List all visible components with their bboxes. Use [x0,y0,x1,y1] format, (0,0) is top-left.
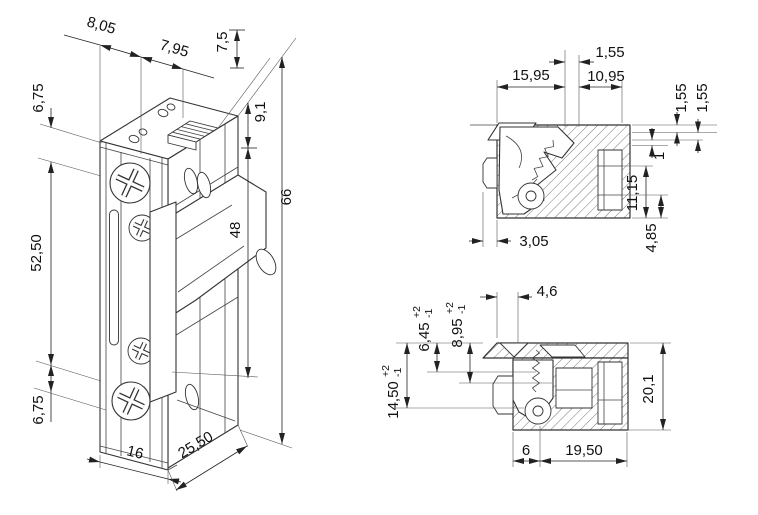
dim-width-left: 15,95 [512,67,550,84]
tolerance-minus: -1 [423,309,435,318]
keeper-screw [127,214,156,365]
dim-offset-small: 1,55 [595,44,624,61]
dim-value: 8,95 [449,318,466,347]
spring [531,349,541,393]
dim-body-top-height: 9,1 [252,102,269,123]
dim-overall-height: 66 [278,189,295,206]
solenoid-block [555,367,593,409]
section-top-dimensions: 15,95 10,95 1,55 1,55 1,55 1 11,15 4,85 [469,44,717,253]
dim-base-thickness: 4,85 [643,223,660,252]
dim-top-width-b: 7,95 [158,36,191,60]
wire-hole [166,103,176,111]
dim-jaw-depth-3: 14,50 +2 -1 [380,365,404,419]
dim-body-width: 19,50 [565,442,603,459]
dim-depth-top: 7,5 [214,32,231,53]
wire-hole [128,134,140,144]
spring [531,139,554,181]
pocket [597,149,623,211]
dim-left-bottom-offset: 6,75 [30,395,47,424]
section-view-top: 15,95 10,95 1,55 1,55 1,55 1 11,15 4,85 [469,44,717,253]
dim-jaw-depth-1: 6,45 +2 -1 [411,306,435,352]
dim-jaw-depth-2: 8,95 +2 -1 [444,302,468,348]
dim-top-width-a: 8,05 [85,13,118,37]
faceplate-screw-top [109,162,151,204]
faceplate-screw-bottom [111,381,151,421]
dim-tab-offset: 3,05 [519,233,548,250]
tolerance-minus: -1 [456,305,468,314]
wire-hole [157,108,169,118]
latch-jaw [498,126,575,215]
tolerance-plus: +2 [444,302,456,314]
tolerance-minus: -1 [392,368,404,377]
section-view-bottom: 4,6 6,45 +2 -1 8,95 +2 -1 14,50 +2 -1 [380,283,671,467]
faceplate-slot [109,209,119,346]
dim-width-right: 10,95 [587,68,625,85]
latch-keeper [167,167,277,422]
dim-value: 14,50 [385,381,402,419]
tolerance-plus: +2 [380,365,392,377]
dim-pocket-depth: 11,15 [624,175,641,211]
mount-tab [492,375,514,415]
dim-lip-inner: 1,55 [694,83,711,112]
dim-left-span: 52,50 [28,234,45,272]
keeper-side-plate [149,201,177,403]
mount-tab [482,157,498,189]
dim-lip-outer: 1,55 [673,83,690,112]
section-bottom-dimensions: 4,6 6,45 +2 -1 8,95 +2 -1 14,50 +2 -1 [380,283,671,467]
dim-keeper-height: 48 [227,222,244,239]
dim-step: 1 [651,152,668,160]
dim-pivot-offset: 6 [522,442,530,459]
pocket [597,361,623,425]
dim-overall-height: 20,1 [640,374,657,403]
isometric-view: 8,05 7,95 7,5 9,1 48 66 [28,13,297,492]
dim-left-top-offset: 6,75 [30,83,47,112]
dim-faceplate-width: 16 [125,442,145,463]
tolerance-plus: +2 [411,306,423,318]
dim-top-offset: 4,6 [537,283,558,300]
dim-value: 6,45 [416,322,433,351]
